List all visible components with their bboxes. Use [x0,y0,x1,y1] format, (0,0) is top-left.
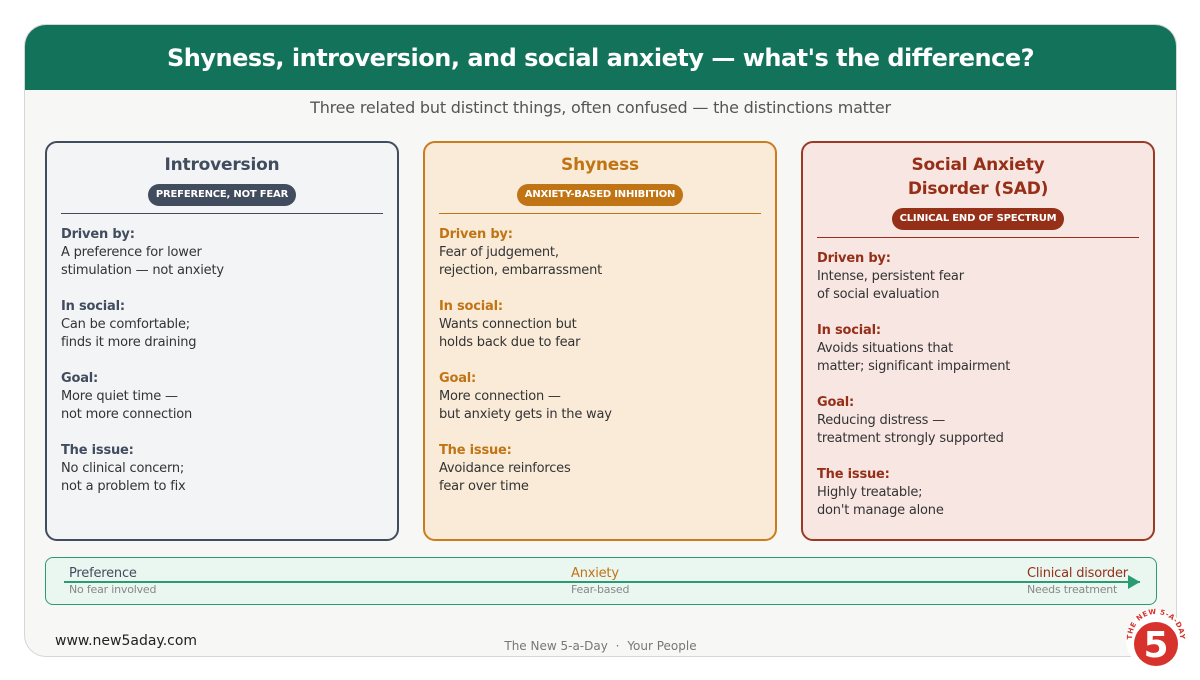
section-line: Fear of judgement, [439,245,559,260]
panel-social-anxiety-disorder: Social Anxiety Disorder (SAD) CLINICAL E… [801,141,1155,541]
section-goal: Goal: Reducing distress — treatment stro… [817,394,1139,448]
section-label: Goal: [817,395,855,410]
section-line: treatment strongly supported [817,431,1004,446]
spectrum-stop-anxiety: Anxiety Fear-based [571,566,629,597]
header-bar: Shyness, introversion, and social anxiet… [25,25,1176,90]
section-in-social: In social: Can be comfortable; finds it … [61,298,383,352]
infographic-card: Shyness, introversion, and social anxiet… [24,24,1177,657]
spectrum-stop-label: Preference [69,566,137,581]
section-label: Driven by: [439,227,513,242]
divider [439,213,761,214]
section-line: matter; significant impairment [817,359,1011,374]
panel-title: Shyness [561,155,639,175]
section-line: don't manage alone [817,503,944,518]
section-in-social: In social: Wants connection but holds ba… [439,298,761,352]
section-goal: Goal: More connection — but anxiety gets… [439,370,761,424]
section-the-issue: The issue: No clinical concern; not a pr… [61,442,383,496]
section-line: finds it more draining [61,335,197,350]
section-label: In social: [439,299,503,314]
panel-title: Introversion [164,155,280,175]
section-line: fear over time [439,479,529,494]
footer-separator: · [615,639,620,653]
section-line: of social evaluation [817,287,940,302]
section-driven-by: Driven by: A preference for lower stimul… [61,226,383,280]
section-line: rejection, embarrassment [439,263,603,278]
divider [61,213,383,214]
section-line: but anxiety gets in the way [439,407,612,422]
subtitle: Three related but distinct things, often… [310,98,891,117]
section-label: Goal: [439,371,477,386]
section-driven-by: Driven by: Fear of judgement, rejection,… [439,226,761,280]
arrow-head-icon [1128,575,1140,589]
section-line: Intense, persistent fear [817,269,964,284]
footer-brand: The New 5-a-Day [504,639,608,653]
panel-introversion: Introversion PREFERENCE, NOT FEAR Driven… [45,141,399,541]
section-label: In social: [61,299,125,314]
logo-number: 5 [1143,625,1168,666]
section-label: The issue: [817,467,890,482]
panel-badge: ANXIETY-BASED INHIBITION [516,184,684,206]
spectrum-stop-sub: Fear-based [571,583,630,596]
panel-shyness: Shyness ANXIETY-BASED INHIBITION Driven … [423,141,777,541]
section-line: Avoidance reinforces [439,461,571,476]
section-the-issue: The issue: Highly treatable; don't manag… [817,466,1139,520]
section-line: Avoids situations that [817,341,954,356]
page-title: Shyness, introversion, and social anxiet… [166,43,1035,72]
section-line: More connection — [439,389,561,404]
spectrum-stop-label: Anxiety [571,566,619,581]
spectrum-stop-preference: Preference No fear involved [69,566,156,597]
five-a-day-badge-icon: THE NEW 5-A-DAY 5 [1126,608,1186,670]
section-line: holds back due to fear [439,335,581,350]
section-line: More quiet time — [61,389,178,404]
section-line: stimulation — not anxiety [61,263,224,278]
footer-brand-line: The New 5-a-Day · Your People [25,639,1176,653]
panel-title: Social Anxiety Disorder (SAD) [817,153,1139,201]
spectrum-stop-label: Clinical disorder [1027,566,1128,581]
section-line: A preference for lower [61,245,202,260]
section-in-social: In social: Avoids situations that matter… [817,322,1139,376]
spectrum-arrow-line [64,581,1140,583]
section-line: not more connection [61,407,193,422]
section-label: Goal: [61,371,99,386]
spectrum-bar: Preference No fear involved Anxiety Fear… [45,557,1157,605]
panel-badge: CLINICAL END OF SPECTRUM [891,208,1065,230]
section-the-issue: The issue: Avoidance reinforces fear ove… [439,442,761,496]
footer-tagline: Your People [627,639,697,653]
section-label: The issue: [61,443,134,458]
spectrum-stop-sub: Needs treatment [1027,583,1118,596]
spectrum-stop-sub: No fear involved [69,583,157,596]
footer-url[interactable]: www.new5aday.com [55,633,198,649]
section-label: Driven by: [817,251,891,266]
panel-badge: PREFERENCE, NOT FEAR [147,184,297,206]
section-label: The issue: [439,443,512,458]
section-line: Reducing distress — [817,413,945,428]
divider [817,237,1139,238]
section-driven-by: Driven by: Intense, persistent fear of s… [817,250,1139,304]
section-line: No clinical concern; [61,461,185,476]
panel-title-line: Social Anxiety [911,155,1045,175]
section-label: Driven by: [61,227,135,242]
section-goal: Goal: More quiet time — not more connect… [61,370,383,424]
section-line: Highly treatable; [817,485,923,500]
panel-title-line: Disorder (SAD) [907,179,1049,199]
section-line: Wants connection but [439,317,577,332]
spectrum-stop-clinical-disorder: Clinical disorder Needs treatment [1027,566,1128,597]
section-line: not a problem to fix [61,479,186,494]
section-line: Can be comfortable; [61,317,190,332]
section-label: In social: [817,323,881,338]
